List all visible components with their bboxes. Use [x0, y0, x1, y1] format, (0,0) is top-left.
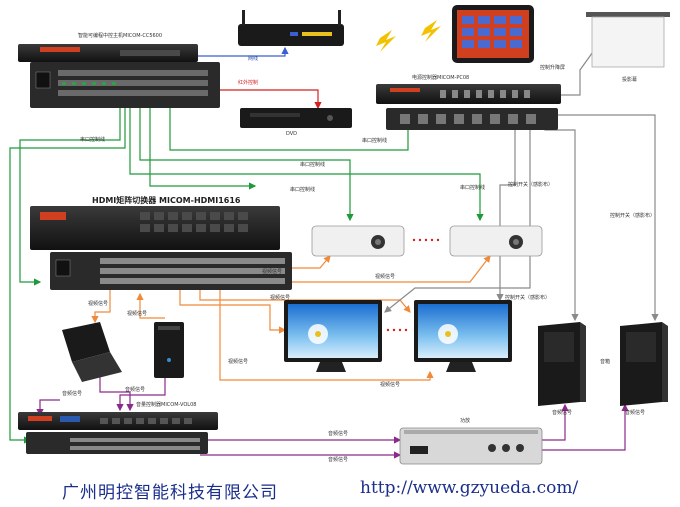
- monitor-right: [414, 300, 512, 372]
- serial-cables: [9, 108, 484, 444]
- serial-label-5: 串口控制线: [460, 185, 486, 191]
- projection-screen-label: 投影幕: [622, 77, 638, 83]
- audio-label-3: 音频信号: [328, 431, 349, 437]
- serial-label-4: 串口控制线: [290, 187, 316, 193]
- central-controller: [18, 44, 220, 108]
- power-controller: [376, 84, 561, 130]
- hdmi-matrix: [30, 206, 292, 290]
- projector-right: [449, 225, 543, 257]
- audio-label-6: 音频信号: [625, 410, 646, 416]
- pc-tower: [154, 322, 184, 378]
- ir-control-label: 红外控制: [238, 80, 259, 86]
- dvd-label: DVD: [286, 131, 298, 137]
- audio-label-4: 音频信号: [328, 457, 349, 463]
- network-label: 网线: [248, 56, 259, 62]
- footer-company: 广州明控智能科技有限公司: [62, 483, 278, 503]
- ellipsis-dots: [386, 238, 440, 332]
- control-switch-label-1: 控制开关（感影布）: [508, 182, 554, 188]
- wireless-signal-icon: [376, 20, 441, 52]
- video-label-6: 视频信号: [380, 382, 401, 388]
- network-router: [238, 10, 344, 46]
- video-label-4: 视频信号: [88, 301, 109, 307]
- control-cables: [384, 41, 659, 322]
- serial-label-3: 串口控制线: [300, 162, 326, 168]
- video-label-5: 视频信号: [127, 311, 148, 317]
- audio-cables: [36, 356, 629, 459]
- audio-label-1: 音频信号: [62, 391, 83, 397]
- audio-label-5: 音频信号: [552, 410, 573, 416]
- volume-controller-label: 音量控制器MICOM-VOL08: [136, 402, 197, 408]
- serial-label-2: 串口控制线: [80, 137, 106, 143]
- projector-left: [311, 225, 405, 257]
- touch-panel: [452, 5, 534, 63]
- dvd-player: [240, 108, 352, 128]
- projection-screen: [586, 12, 670, 68]
- amplifier-label: 功放: [460, 418, 471, 424]
- serial-label-1: 串口控制线: [362, 138, 388, 144]
- audio-label-2: 音频信号: [125, 387, 146, 393]
- speaker-right: [620, 322, 668, 406]
- power-amplifier: [399, 427, 543, 465]
- video-label-3: 视频信号: [270, 295, 291, 301]
- footer-url[interactable]: http://www.gzyueda.com/: [360, 478, 579, 498]
- control-switch-label-2: 控制开关（感影布）: [505, 295, 551, 301]
- control-screen-label: 控制升降屏: [540, 65, 566, 71]
- volume-controller: [18, 412, 218, 454]
- video-label-7: 视频信号: [228, 359, 249, 365]
- speaker-label: 音箱: [600, 359, 611, 365]
- matrix-label: HDMI矩阵切换器 MICOM-HDMI1616: [92, 196, 241, 205]
- video-label-2: 视频信号: [375, 274, 396, 280]
- laptop: [62, 322, 122, 382]
- central-controller-label: 智能可编程中控主机MICOM-CC5600: [78, 33, 163, 39]
- control-switch-label-3: 控制开关（感影布）: [610, 213, 656, 219]
- monitor-left: [284, 300, 382, 372]
- speaker-left: [538, 322, 586, 406]
- power-controller-label: 电源控制器MICOM-PC08: [412, 75, 470, 81]
- video-label-1: 视频信号: [262, 269, 283, 275]
